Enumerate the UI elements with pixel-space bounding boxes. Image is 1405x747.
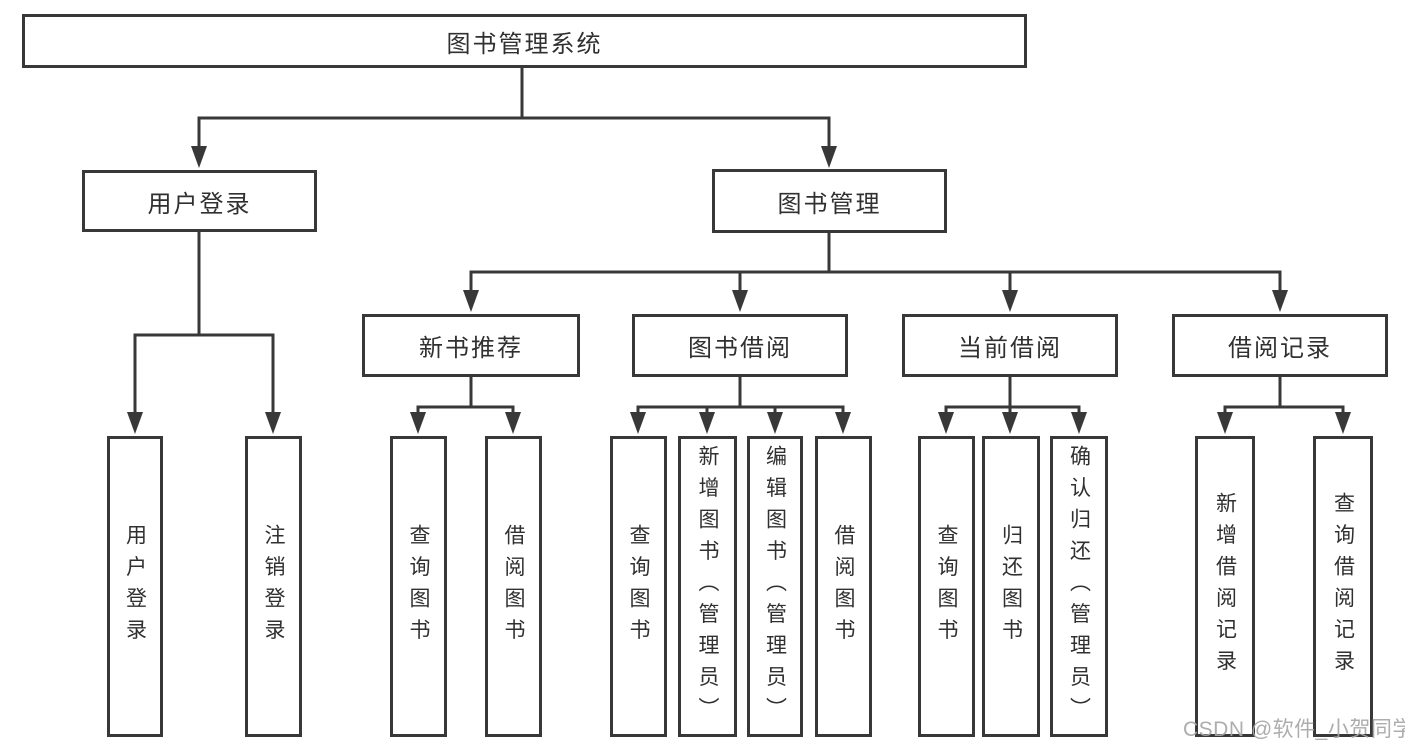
node-label: 图书借阅 xyxy=(688,335,792,362)
leaf-label: 新增借阅记录 xyxy=(1213,492,1237,681)
leaf-add-borrow-record: 新增借阅记录 xyxy=(1195,436,1255,737)
leaf-label: 借阅图书 xyxy=(832,523,855,650)
node-label: 图书管理 xyxy=(777,190,882,218)
leaf-query-books-recommend: 查询图书 xyxy=(390,436,447,737)
node-borrowing-records: 借阅记录 xyxy=(1172,314,1388,377)
leaf-user-login: 用户登录 xyxy=(107,436,163,737)
node-new-book-recommendation: 新书推荐 xyxy=(362,314,580,377)
leaf-edit-books-admin: 编辑图书（管理员） xyxy=(747,436,803,737)
leaf-return-books: 归还图书 xyxy=(982,436,1040,737)
leaf-add-books-admin: 新增图书（管理员） xyxy=(678,436,737,737)
leaf-label: 查询图书 xyxy=(935,523,958,650)
leaf-query-books-borrowing: 查询图书 xyxy=(610,436,667,737)
leaf-confirm-return-admin: 确认归还（管理员） xyxy=(1050,436,1108,737)
csdn-watermark: CSDN @软件_小贺同学 xyxy=(1183,718,1405,741)
node-library-management-system: 图书管理系统 xyxy=(22,14,1027,68)
node-label: 借阅记录 xyxy=(1228,335,1332,362)
node-book-management-branch: 图书管理 xyxy=(712,169,947,233)
leaf-query-books-current: 查询图书 xyxy=(918,436,975,737)
node-current-borrowing: 当前借阅 xyxy=(902,314,1118,377)
leaf-label: 编辑图书（管理员） xyxy=(763,444,787,729)
node-label: 新书推荐 xyxy=(419,335,523,362)
leaf-label: 用户登录 xyxy=(123,523,147,650)
node-user-login-branch: 用户登录 xyxy=(82,170,317,232)
leaf-label: 查询图书 xyxy=(627,523,650,650)
leaf-label: 借阅图书 xyxy=(502,523,525,650)
leaf-label: 归还图书 xyxy=(999,523,1023,650)
leaf-query-borrow-record: 查询借阅记录 xyxy=(1313,436,1373,737)
leaf-label: 确认归还（管理员） xyxy=(1067,444,1091,729)
leaf-logout: 注销登录 xyxy=(245,436,302,737)
node-label: 用户登录 xyxy=(147,190,252,218)
node-book-borrowing: 图书借阅 xyxy=(632,314,848,377)
leaf-borrow-books-recommend: 借阅图书 xyxy=(485,436,542,737)
node-label: 当前借阅 xyxy=(958,335,1062,362)
leaf-borrow-books-borrowing: 借阅图书 xyxy=(815,436,872,737)
arrowheads xyxy=(127,146,1351,434)
leaf-label: 注销登录 xyxy=(262,523,285,650)
node-label: 图书管理系统 xyxy=(446,30,603,58)
leaf-label: 查询借阅记录 xyxy=(1331,492,1355,681)
connector-path xyxy=(133,66,1345,418)
leaf-label: 新增图书（管理员） xyxy=(696,444,719,729)
leaf-label: 查询图书 xyxy=(407,523,430,650)
